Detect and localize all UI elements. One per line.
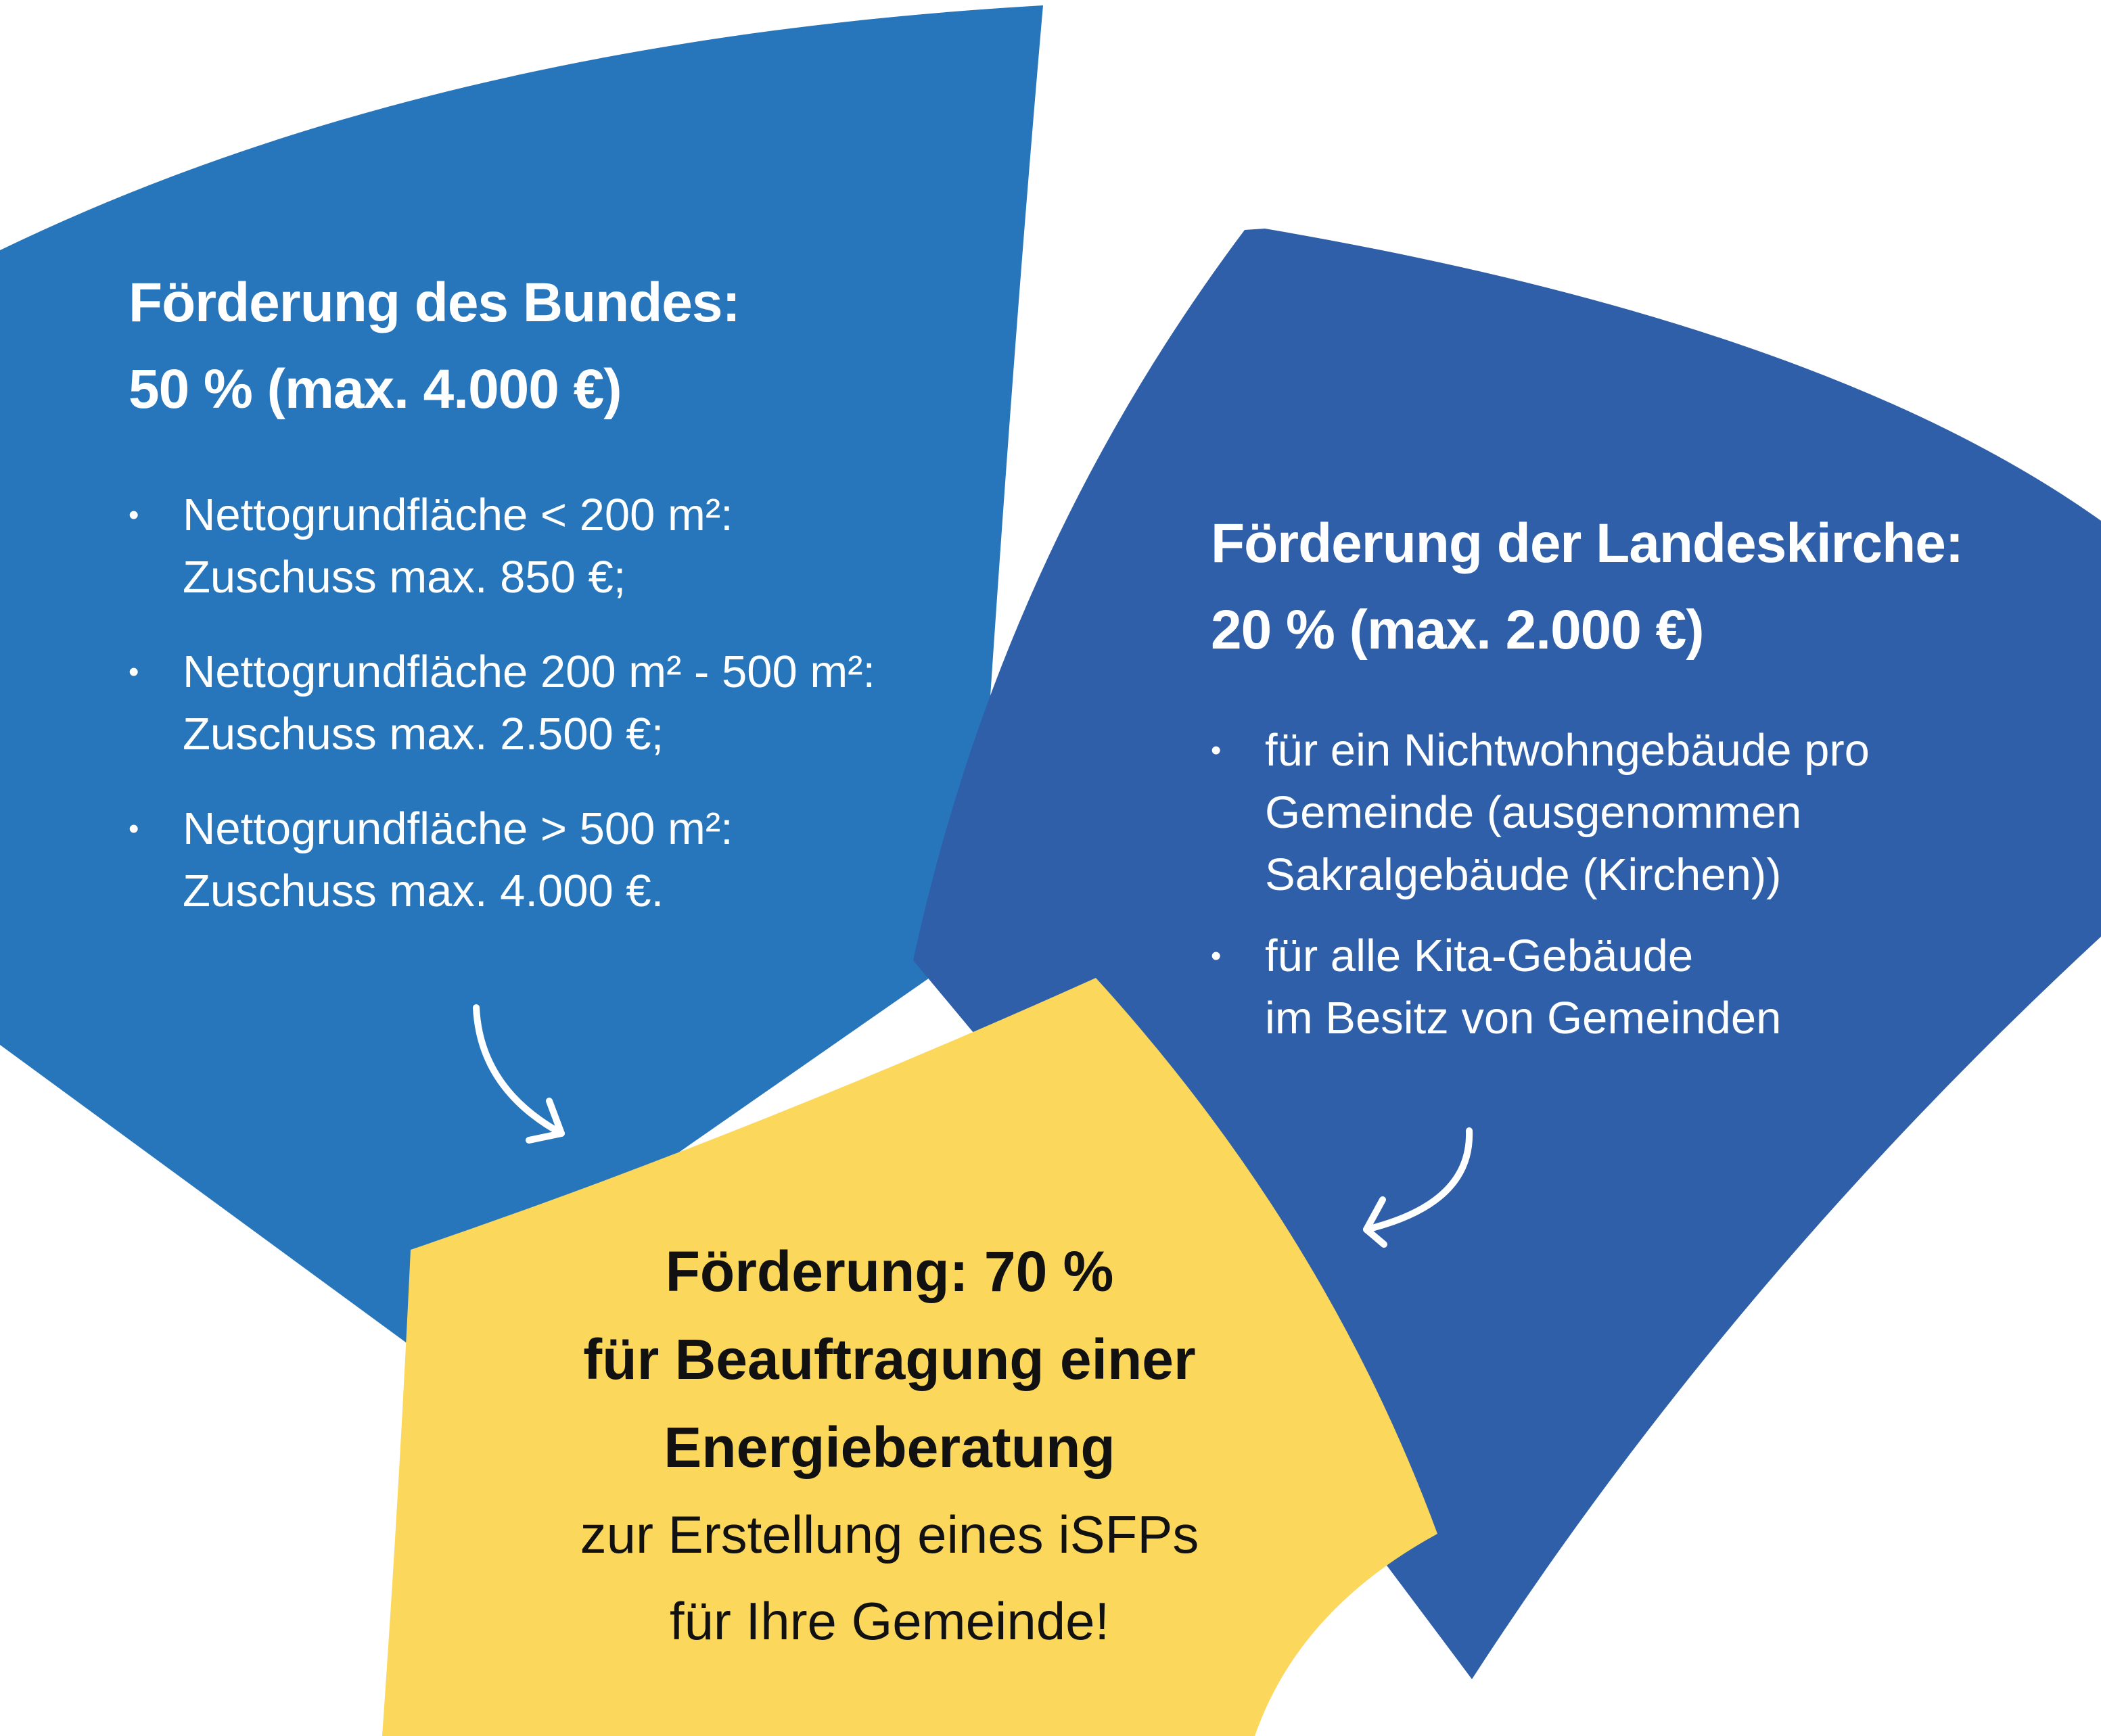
- kirche-heading-line2: 20 % (max. 2.000 €): [1211, 599, 1705, 661]
- bund-heading: Förderung des Bundes: 50 % (max. 4.000 €…: [129, 260, 875, 433]
- summary-line1: Förderung: 70 %: [665, 1240, 1114, 1303]
- summary-line2: für Beauftragung einer: [583, 1328, 1196, 1391]
- kirche-section: Förderung der Landeskirche: 20 % (max. 2…: [1211, 500, 1964, 1069]
- bund-item-line1: Nettogrundfläche < 200 m²:: [183, 490, 733, 540]
- bund-item-line1: Nettogrundfläche > 500 m²:: [183, 803, 733, 854]
- bund-list: • Nettogrundfläche < 200 m²: Zuschuss ma…: [129, 484, 875, 922]
- bullet-icon: •: [129, 655, 139, 688]
- list-item: • für alle Kita-Gebäude im Besitz von Ge…: [1211, 925, 1963, 1050]
- bund-heading-line2: 50 % (max. 4.000 €): [129, 358, 622, 420]
- summary-line5: für Ihre Gemeinde!: [669, 1591, 1110, 1651]
- kirche-item-line: Sakralgebäude (Kirchen)): [1265, 849, 1782, 900]
- bund-panel: [0, 5, 1043, 1342]
- bund-item-line2: Zuschuss max. 2.500 €;: [183, 709, 664, 759]
- bund-section: Förderung des Bundes: 50 % (max. 4.000 €…: [129, 260, 875, 955]
- kirche-item-line: für ein Nichtwohngebäude pro: [1265, 725, 1870, 776]
- kirche-item-line: Gemeinde (ausgenommen: [1265, 787, 1802, 838]
- kirche-heading: Förderung der Landeskirche: 20 % (max. 2…: [1211, 500, 1964, 674]
- summary-section: Förderung: 70 % für Beauftragung einer E…: [419, 1227, 1360, 1664]
- bullet-icon: •: [1211, 939, 1222, 972]
- bullet-icon: •: [129, 812, 139, 845]
- arrow-curve-down-right-icon: [473, 1004, 565, 1144]
- list-item: • für ein Nichtwohngebäude pro Gemeinde …: [1211, 720, 1963, 906]
- bund-item-line1: Nettogrundfläche 200 m² - 500 m²:: [183, 647, 876, 697]
- bullet-icon: •: [129, 498, 139, 532]
- bullet-icon: •: [1211, 734, 1222, 767]
- bund-item-line2: Zuschuss max. 850 €;: [183, 552, 626, 603]
- summary-panel: [382, 978, 1437, 1736]
- bund-item-line2: Zuschuss max. 4.000 €.: [183, 866, 664, 916]
- arrow-curve-down-left-icon: [1363, 1127, 1473, 1248]
- bund-heading-line1: Förderung des Bundes:: [129, 272, 741, 333]
- kirche-list: • für ein Nichtwohngebäude pro Gemeinde …: [1211, 720, 1963, 1050]
- summary-line3: Energieberatung: [664, 1415, 1115, 1479]
- kirche-heading-line1: Förderung der Landeskirche:: [1211, 513, 1964, 574]
- summary-line4: zur Erstellung eines iSFPs: [580, 1505, 1199, 1564]
- list-item: • Nettogrundfläche > 500 m²: Zuschuss ma…: [129, 798, 875, 922]
- list-item: • Nettogrundfläche 200 m² - 500 m²: Zusc…: [129, 641, 875, 766]
- kirche-item-line: für alle Kita-Gebäude: [1265, 931, 1694, 981]
- kirche-item-line: im Besitz von Gemeinden: [1265, 993, 1782, 1043]
- list-item: • Nettogrundfläche < 200 m²: Zuschuss ma…: [129, 484, 875, 609]
